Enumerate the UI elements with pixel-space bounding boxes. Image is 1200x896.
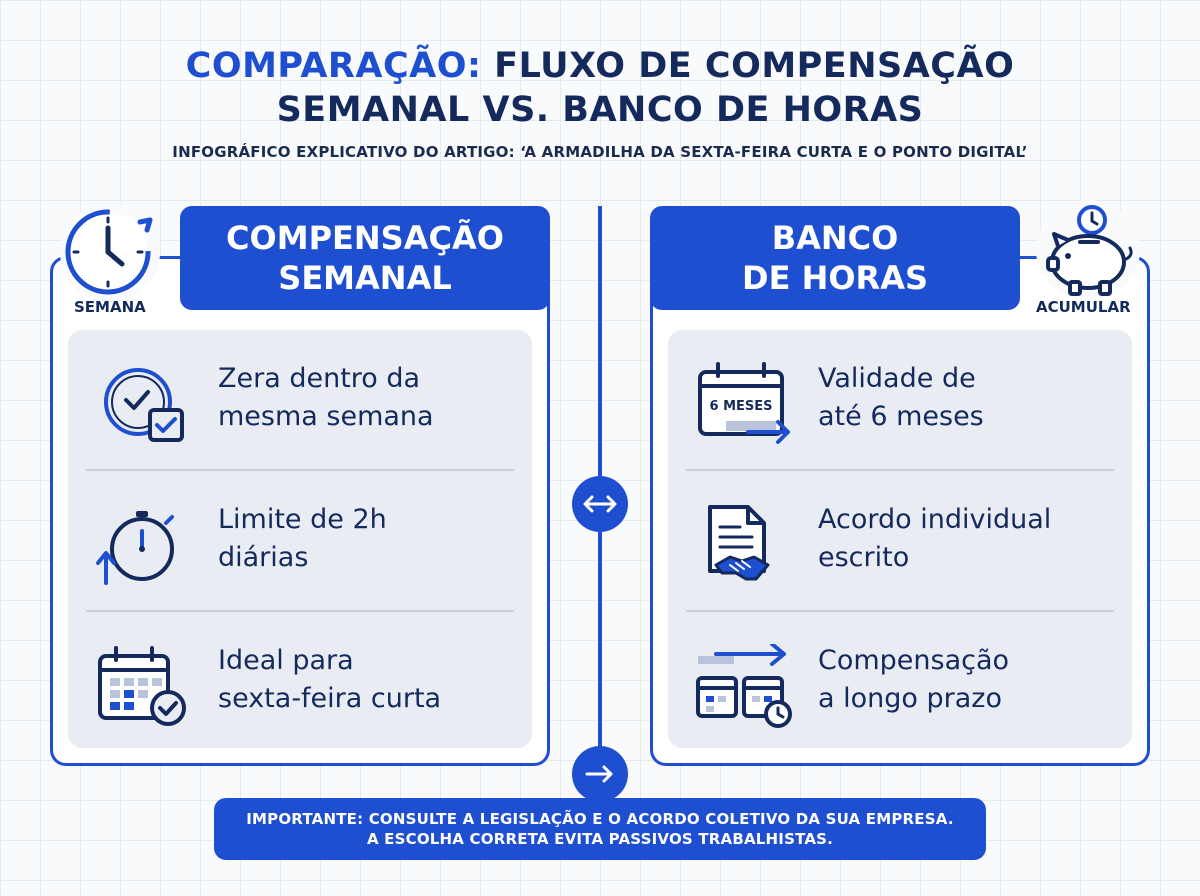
left-panel: Zera dentro da mesma semana Limite de 2h… [68, 330, 532, 748]
right-side-label: ACUMULAR [1036, 298, 1131, 316]
right-header-line2: DE HORAS [742, 259, 928, 297]
stopwatch-arrow-icon [96, 503, 192, 589]
divider [686, 610, 1114, 612]
list-item: Limite de 2h diárias [68, 471, 532, 609]
note-line1: IMPORTANTE: CONSULTE A LEGISLAÇÃO E O AC… [246, 810, 954, 828]
subtitle: INFOGRÁFICO EXPLICATIVO DO ARTIGO: ‘A AR… [172, 143, 1028, 161]
item-text-line2: diárias [218, 542, 309, 573]
clock-check-icon [96, 362, 192, 448]
item-text-line1: Compensação [818, 645, 1010, 676]
title-line2: SEMANAL VS. BANCO DE HORAS [276, 90, 924, 130]
item-text-line1: Ideal para [218, 645, 354, 676]
title-line1: FLUXO DE COMPENSAÇÃO [481, 46, 1015, 86]
right-header: BANCO DE HORAS [650, 206, 1020, 310]
note-line2: A ESCOLHA CORRETA EVITA PASSIVOS TRABALH… [366, 830, 834, 848]
left-header: COMPENSAÇÃO SEMANAL [180, 206, 550, 310]
calendar-check-icon [96, 644, 192, 730]
calendar-badge-text: 6 MESES [710, 399, 773, 414]
list-item: Compensação a longo prazo [668, 612, 1132, 750]
list-item: Ideal para sexta-feira curta [68, 612, 532, 750]
item-text-line2: sexta-feira curta [218, 683, 442, 714]
item-text-line2: mesma semana [218, 401, 434, 432]
piggy-bank-icon [1036, 200, 1140, 300]
clock-cycle-icon [60, 202, 160, 302]
item-text-line1: Validade de [818, 363, 976, 394]
page-title: COMPARAÇÃO: FLUXO DE COMPENSAÇÃO SEMANAL… [0, 44, 1200, 132]
item-text-line1: Zera dentro da [218, 363, 421, 394]
right-panel: 6 MESES Validade de até 6 meses Acor [668, 330, 1132, 748]
item-text-line1: Acordo individual [818, 504, 1052, 535]
item-text-line2: a longo prazo [818, 683, 1002, 714]
item-text-line2: escrito [818, 542, 910, 573]
left-side-label: SEMANA [74, 298, 146, 316]
title-accent: COMPARAÇÃO: [185, 46, 482, 86]
divider [86, 469, 514, 471]
right-header-line1: BANCO [771, 219, 899, 257]
item-text-line2: até 6 meses [818, 401, 984, 432]
important-note: IMPORTANTE: CONSULTE A LEGISLAÇÃO E O AC… [214, 798, 986, 860]
list-item: 6 MESES Validade de até 6 meses [668, 330, 1132, 468]
bidirectional-arrow-icon [572, 476, 628, 532]
left-header-line2: SEMANAL [278, 259, 452, 297]
left-header-line1: COMPENSAÇÃO [226, 219, 504, 257]
calendars-clock-icon [696, 644, 792, 730]
calendar-6-months-icon: 6 MESES [696, 362, 792, 448]
divider [86, 610, 514, 612]
list-item: Zera dentro da mesma semana [68, 330, 532, 468]
item-text-line1: Limite de 2h [218, 504, 387, 535]
right-arrow-icon [572, 746, 628, 802]
list-item: Acordo individual escrito [668, 471, 1132, 609]
divider [686, 469, 1114, 471]
handshake-document-icon [696, 503, 792, 589]
